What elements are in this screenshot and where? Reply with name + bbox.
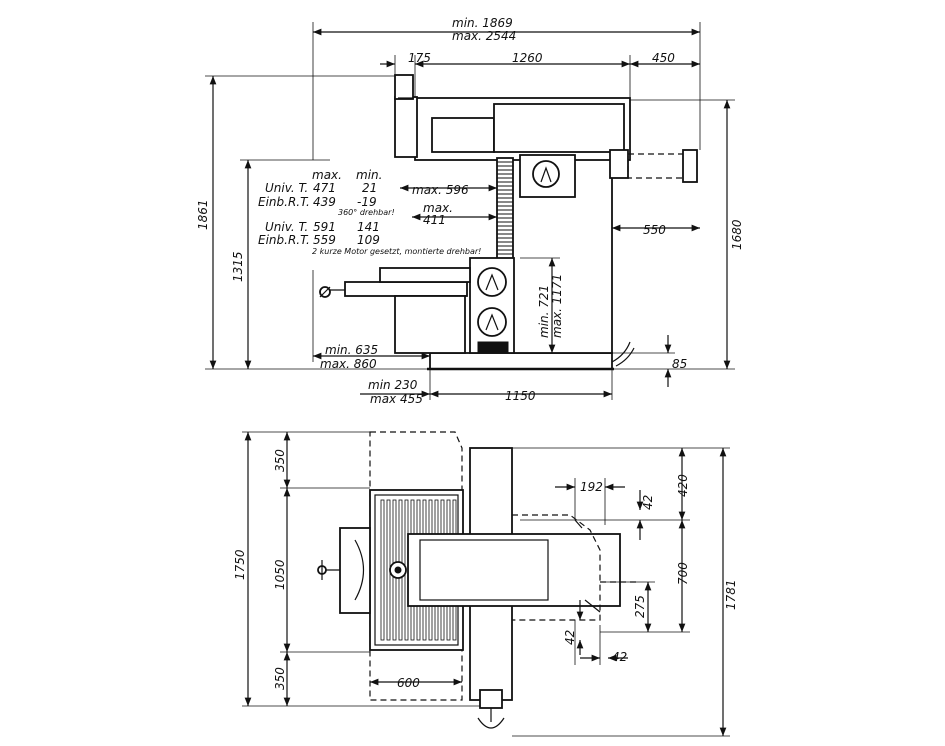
note-rotate: 360° drehbar! [338, 208, 395, 217]
dim-1315: 1315 [231, 251, 245, 282]
dim-192: 192 [580, 480, 603, 494]
table-row-label: Univ. T. [265, 181, 308, 195]
table-row-label: Univ. T. [265, 220, 308, 234]
base-plate [429, 352, 613, 370]
table-row-max: 439 [313, 195, 336, 209]
dim-1150: 1150 [505, 389, 536, 403]
dim-175: 175 [408, 51, 431, 65]
dim-550: 550 [643, 223, 666, 237]
table-row-min: -19 [357, 195, 377, 209]
vertical-head [394, 96, 418, 158]
dim-600: 600 [397, 676, 420, 690]
dim-min-721: min. 721 [537, 285, 551, 338]
table-col-max: max. [312, 168, 342, 182]
dim-350-bottom: 350 [273, 667, 287, 690]
dim-42-b: 42 [563, 630, 577, 645]
table-row-max: 471 [313, 181, 336, 195]
dim-1260: 1260 [512, 51, 543, 65]
dim-max-411-a: max. [423, 201, 453, 215]
dim-1861: 1861 [196, 199, 210, 230]
extension-dashed [627, 153, 694, 179]
dim-700: 700 [676, 562, 690, 585]
table-row-min: 21 [362, 181, 377, 195]
table-row-label: Einb.R.T. [258, 195, 310, 209]
dim-overall-max: max. 2544 [452, 29, 516, 43]
table-row-max: 591 [313, 220, 336, 234]
dim-275: 275 [633, 595, 647, 618]
dim-42-c: 42 [612, 650, 627, 664]
dim-350-top: 350 [273, 449, 287, 472]
dim-1750: 1750 [233, 549, 247, 580]
dim-min-230: min 230 [368, 378, 418, 392]
plan-ram [407, 533, 621, 607]
dim-1050: 1050 [273, 559, 287, 590]
dim-max-860: max. 860 [320, 357, 377, 371]
dim-overall-min: min. 1869 [452, 16, 513, 30]
dim-max-1171: max. 1171 [550, 274, 564, 338]
table-row-label: Einb.R.T. [258, 233, 310, 247]
dim-85: 85 [672, 357, 687, 371]
side-view: min. 1869 max. 2544 175 1260 450 1861 13… [196, 16, 744, 406]
dim-max-411-b: 411 [423, 213, 446, 227]
note-motor: 2 kurze Motor gesetzt, montierte drehbar… [312, 247, 481, 256]
travel-table: max. min. Univ. T. 471 21 Einb.R.T. 439 … [258, 168, 382, 247]
table-row-max: 559 [313, 233, 336, 247]
dim-42-a: 42 [641, 495, 655, 510]
dim-450: 450 [652, 51, 675, 65]
plan-view: 1750 350 1050 350 600 420 700 1781 275 1… [233, 431, 738, 737]
dim-1680: 1680 [730, 219, 744, 250]
dim-1781: 1781 [724, 579, 738, 610]
dim-min-635: min. 635 [325, 343, 378, 357]
table-row-min: 141 [357, 220, 380, 234]
dim-max-596: max. 596 [412, 183, 469, 197]
table-row-min: 109 [357, 233, 380, 247]
dim-max-455: max 455 [370, 392, 423, 406]
table-col-min: min. [356, 168, 382, 182]
dim-420: 420 [676, 474, 690, 497]
work-table [344, 281, 468, 297]
table-slot [380, 499, 385, 641]
travel-envelope-dashed [369, 431, 463, 701]
